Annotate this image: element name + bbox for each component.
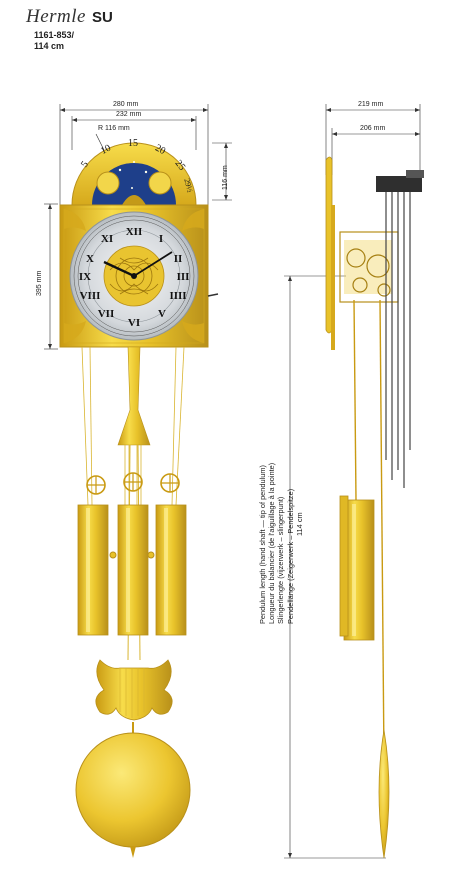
- model-code: 1161-853/ 114 cm: [34, 30, 74, 52]
- caption-line-fr: Longueur du balancier (de l'aiguillage à…: [267, 462, 277, 624]
- svg-text:II: II: [174, 253, 183, 265]
- caption-line-en: Pendulum length (hand shaft — tip of pen…: [258, 465, 267, 624]
- caption-line-de: Pendellänge (Zeigerwerk – Pendelspitze): [285, 488, 295, 624]
- dim-dial-height: 395 mm: [36, 270, 43, 296]
- moon-number-5: 5: [79, 159, 91, 169]
- pendulum-length-caption: Pendulum length (hand shaft — tip of pen…: [258, 463, 304, 624]
- svg-text:XII: XII: [126, 226, 143, 238]
- dim-side-depth-inner: 206 mm: [360, 125, 386, 132]
- caption-line-length: 114 cm: [294, 512, 304, 536]
- brand-logo: Hermle: [26, 6, 86, 27]
- svg-text:V: V: [158, 308, 166, 320]
- moon-number-10: 10: [99, 143, 113, 157]
- dim-arch-radius: R 116 mm: [98, 125, 130, 132]
- moon-number-15: 15: [128, 138, 138, 149]
- svg-text:VI: VI: [128, 317, 140, 329]
- model-name: SU: [92, 9, 113, 26]
- caption-line-nl: Slingerlengte (vijzerwerk – slingerpunt): [276, 496, 286, 624]
- model-code-line2: 114 cm: [34, 41, 65, 51]
- svg-text:IX: IX: [79, 271, 91, 283]
- svg-text:X: X: [86, 253, 94, 265]
- moon-number-29: 29½: [182, 177, 194, 193]
- svg-text:I: I: [159, 233, 163, 245]
- svg-text:XI: XI: [101, 233, 113, 245]
- dim-width-inner: 232 mm: [116, 111, 142, 118]
- moon-number-20: 20: [153, 143, 167, 157]
- model-code-line1: 1161-853/: [34, 30, 75, 40]
- dim-arch-height: 116 mm: [222, 165, 229, 190]
- svg-text:VII: VII: [98, 308, 115, 320]
- dim-side-depth-outer: 219 mm: [358, 101, 384, 108]
- svg-text:III: III: [177, 271, 190, 283]
- svg-text:IIII: IIII: [169, 290, 186, 302]
- dim-width-outer: 280 mm: [113, 101, 139, 108]
- svg-text:VIII: VIII: [80, 290, 101, 302]
